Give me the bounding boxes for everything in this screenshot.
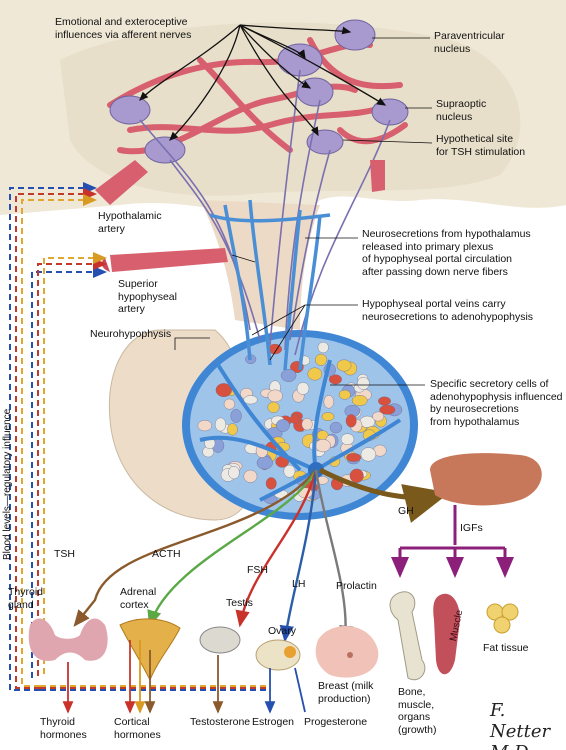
label-bone: Bone, muscle, organs (growth) <box>398 686 437 736</box>
secretory-cell <box>329 421 343 434</box>
portal-vessels <box>209 199 331 371</box>
secretory-cell <box>228 466 240 480</box>
secretory-cell <box>321 412 335 421</box>
secretory-cell <box>214 417 227 432</box>
label-superior-artery: Superior hypophyseal artery <box>118 278 177 315</box>
secretory-cell <box>223 398 236 410</box>
label-neurohypophysis: Neurohypophysis <box>90 328 172 340</box>
label-tsh-site: Hypothetical site for TSH stimulation <box>436 133 526 158</box>
leader-lines <box>174 37 433 386</box>
label-breast: Breast (milk production) <box>318 680 374 705</box>
secretory-cell <box>351 395 368 407</box>
label-ovary: Ovary <box>268 625 297 637</box>
label-blood-levels: Blood levels—regulatory influence <box>2 408 13 560</box>
label-portal-veins: Hypophyseal portal veins carry neurosecr… <box>362 298 534 323</box>
hormone-pathways <box>73 467 450 643</box>
secretory-cell <box>275 419 290 432</box>
secretory-cell <box>360 447 377 462</box>
secretory-cell <box>230 408 242 423</box>
label-testis: Testis <box>226 597 253 609</box>
label-fsh: FSH <box>247 564 268 576</box>
secretory-cell <box>323 395 334 409</box>
muscle-shape <box>433 593 460 675</box>
netter-signature: F. Netter M.D. <box>490 700 551 750</box>
secretory-cell <box>283 464 296 478</box>
secretory-cell <box>379 404 396 415</box>
secretory-cell <box>345 414 357 428</box>
label-secretory-cells: Specific secretory cells of adenohypophy… <box>430 378 563 428</box>
secretory-cell <box>349 468 364 483</box>
label-progesterone: Progesterone <box>304 716 368 728</box>
secretory-cell <box>357 376 370 390</box>
secretory-cell <box>280 369 297 382</box>
secretory-cell <box>265 477 277 490</box>
label-tsh: TSH <box>54 548 75 560</box>
thyroid-gland-shape <box>28 618 108 661</box>
liver <box>430 453 542 506</box>
secretory-cell <box>267 401 280 413</box>
secretory-cell <box>256 456 273 470</box>
afferent-arrows <box>139 24 387 141</box>
sinusoid-vessel <box>314 418 402 472</box>
label-paraventricular: Paraventricular nucleus <box>434 30 505 55</box>
label-testosterone: Testosterone <box>190 716 251 728</box>
label-thyroid-gland: Thyroid gland <box>8 586 44 611</box>
bone-shape <box>389 591 426 681</box>
label-gh: GH <box>398 505 414 517</box>
secretory-cell <box>296 382 310 395</box>
secretory-cell <box>197 420 213 432</box>
testis-shape <box>199 626 241 654</box>
secretory-cell <box>243 469 258 483</box>
secretory-cell <box>301 418 313 431</box>
secretory-cell <box>336 359 352 372</box>
secretory-cell <box>316 475 329 485</box>
label-neurosecretions: Neurosecretions from hypothalamus releas… <box>362 228 531 278</box>
label-igfs: IGFs <box>460 522 483 534</box>
breast-shape <box>315 626 379 678</box>
output-arrows <box>62 640 306 714</box>
secretory-cell <box>215 383 232 397</box>
secretory-cell <box>346 453 362 462</box>
label-fat-tissue: Fat tissue <box>483 642 529 654</box>
label-estrogen: Estrogen <box>252 716 295 728</box>
superior-hypophyseal-artery <box>110 248 228 272</box>
secretory-cell <box>267 389 283 403</box>
label-hypothalamic-artery: Hypothalamic artery <box>98 210 162 235</box>
secretory-cell <box>315 353 328 366</box>
adrenal-shape <box>119 618 181 682</box>
secretory-cell <box>227 423 238 436</box>
hypothalamic-artery <box>95 160 148 205</box>
secretory-cell <box>328 374 342 385</box>
secretory-cell <box>243 395 258 405</box>
label-prolactin: Prolactin <box>336 580 377 592</box>
secretory-cell <box>307 367 323 381</box>
secretory-cell <box>289 414 301 424</box>
label-lh: LH <box>292 578 306 590</box>
secretory-cell <box>338 389 351 400</box>
label-cortical-hormones: Cortical hormones <box>114 716 161 741</box>
blood-level-feedback <box>9 182 270 691</box>
secretory-cell <box>317 341 329 354</box>
sinusoid-vessel <box>199 435 317 472</box>
label-acth: ACTH <box>152 548 181 560</box>
label-thyroid-hormones: Thyroid hormones <box>40 716 87 741</box>
igf-pathways <box>391 505 514 578</box>
sinusoid-vessel <box>312 359 332 471</box>
secretory-cell <box>340 433 355 446</box>
secretory-cell <box>372 411 385 422</box>
label-emotional: Emotional and exteroceptive influences v… <box>55 16 192 41</box>
secretory-cell <box>378 396 391 406</box>
label-supraoptic: Supraoptic nucleus <box>436 98 487 123</box>
label-adrenal-cortex: Adrenal cortex <box>120 586 157 611</box>
secretory-cell <box>315 439 331 453</box>
fat-tissue-shape <box>486 603 519 634</box>
